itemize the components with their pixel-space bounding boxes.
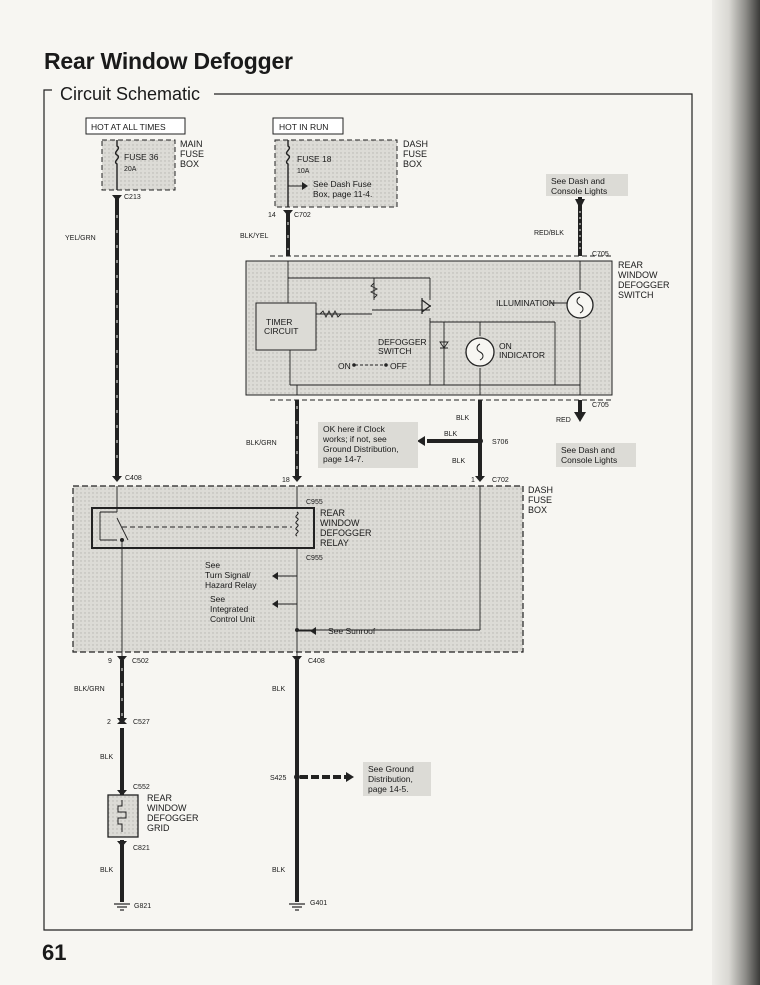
defogger-switch-label: DEFOGGER SWITCH	[378, 337, 429, 356]
connector-c527: C527	[133, 719, 150, 726]
wire-red: RED	[556, 417, 571, 424]
see-ground-text: See Ground Distribution, page 14-5.	[368, 764, 416, 794]
see-dash-console-bottom-note	[556, 443, 636, 467]
splice-s425-label: S425	[270, 775, 286, 782]
wire-blk-e: BLK	[100, 754, 114, 761]
connector-c702-bottom: C702	[492, 477, 509, 484]
connector-c955: C955	[306, 499, 323, 506]
hot-in-run-box	[272, 117, 344, 135]
clock-note-text: OK here if Clock works; if not, see Grou…	[322, 424, 401, 464]
hot-at-all-times-box	[85, 117, 186, 135]
wire-blk-grn-lower: BLK/GRN	[74, 686, 105, 693]
timer-circuit	[255, 302, 317, 351]
fuse-18-amps: 10A	[297, 168, 310, 175]
illumination-label: ILLUMINATION	[496, 298, 555, 308]
connector-c705-top: C705	[592, 251, 609, 258]
defogger-grid	[107, 794, 139, 838]
pin-18: 18	[282, 477, 290, 484]
relay-internal-wiring	[99, 486, 481, 656]
connector-c213: C213	[124, 194, 141, 201]
ground-symbols	[114, 903, 305, 911]
ground-g821: G821	[134, 903, 151, 910]
see-turn-signal: See Turn Signal/ Hazard Relay	[205, 560, 257, 590]
wire-blk-c: BLK	[452, 458, 466, 465]
ground-g401: G401	[310, 900, 327, 907]
connector-c955-b: C955	[306, 555, 323, 562]
dash-fuse-note: See Dash Fuse Box, page 11-4.	[313, 179, 374, 199]
timer-circuit-label: TIMER CIRCUIT	[264, 317, 298, 336]
pin-9: 9	[108, 658, 112, 665]
main-fuse-box	[101, 139, 176, 191]
hot-in-run-label: HOT IN RUN	[279, 122, 328, 132]
page-number: 61	[42, 940, 67, 965]
switch-on-label: ON	[338, 361, 351, 371]
fuse-36-label: FUSE 36	[124, 152, 159, 162]
wire-blk-g: BLK	[272, 867, 286, 874]
book-spine-shadow	[712, 0, 760, 985]
connector-c705-bottom: C705	[592, 402, 609, 409]
on-indicator-label: ON INDICATOR	[499, 341, 545, 360]
page-title: Rear Window Defogger	[44, 48, 293, 74]
switch-label: REAR WINDOW DEFOGGER SWITCH	[618, 260, 672, 300]
dash-fuse-box-relay-area	[72, 485, 524, 653]
connector-c502: C502	[132, 658, 149, 665]
section-title: Circuit Schematic	[60, 84, 201, 104]
wire-blk-d: BLK	[272, 686, 286, 693]
see-integrated-control: See Integrated Control Unit	[210, 594, 256, 624]
connector-c552: C552	[133, 784, 150, 791]
splice-s706-label: S706	[492, 439, 508, 446]
wire-blk-b: BLK	[444, 431, 458, 438]
fuse-18-label: FUSE 18	[297, 154, 332, 164]
relay-label: REAR WINDOW DEFOGGER RELAY	[320, 508, 374, 548]
splice-s706	[477, 438, 483, 444]
defogger-relay	[91, 507, 315, 549]
hot-at-all-times-label: HOT AT ALL TIMES	[91, 122, 166, 132]
see-dash-console-top-text: See Dash and Console Lights	[551, 176, 607, 196]
switch-off-label: OFF	[390, 361, 407, 371]
wire-blk-grn-upper: BLK/GRN	[246, 440, 277, 447]
wire-yel-grn: YEL/GRN	[65, 235, 96, 242]
dash-fuse-box-bottom-label: DASH FUSE BOX	[528, 485, 556, 515]
connector-c821: C821	[133, 845, 150, 852]
wire-blk-a: BLK	[456, 415, 470, 422]
fuse-36-amps: 20A	[124, 166, 137, 173]
wire-red-blk: RED/BLK	[534, 230, 564, 237]
splice-s425	[294, 774, 300, 780]
connector-c702-top: C702	[294, 212, 311, 219]
switch-internal-wiring	[287, 261, 581, 395]
dash-fuse-box-top-label: DASH FUSE BOX	[403, 139, 431, 169]
clock-note	[318, 422, 418, 468]
see-sunroof: See Sunroof	[328, 626, 376, 636]
connector-markers	[112, 195, 586, 847]
connector-c408-top: C408	[125, 475, 142, 482]
pin-14: 14	[268, 212, 276, 219]
see-dash-console-top-note	[546, 174, 628, 196]
connector-c408-bottom: C408	[308, 658, 325, 665]
wire-stripes	[116, 205, 581, 716]
main-fuse-box-label: MAIN FUSE BOX	[180, 139, 207, 169]
pin-2: 2	[107, 719, 111, 726]
wire-blk-f: BLK	[100, 867, 114, 874]
dash-fuse-box-top	[274, 139, 398, 208]
grid-label: REAR WINDOW DEFOGGER GRID	[147, 793, 201, 833]
section-frame	[43, 89, 693, 931]
wire-blk-yel: BLK/YEL	[240, 233, 269, 240]
see-dash-console-bottom-text: See Dash and Console Lights	[561, 445, 617, 465]
see-ground-note	[363, 762, 431, 796]
pin-1: 1	[471, 477, 475, 484]
